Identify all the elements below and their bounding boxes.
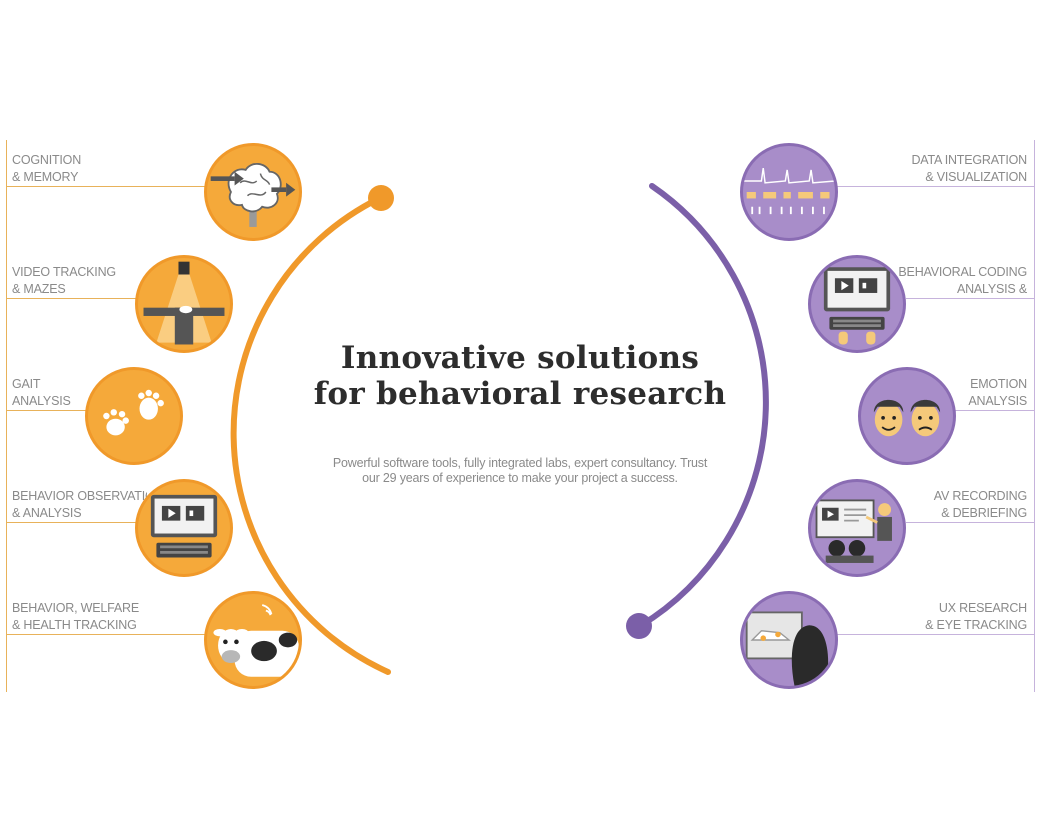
maze-icon	[135, 255, 233, 353]
category-gait-analysis[interactable]: GAIT ANALYSIS	[12, 376, 162, 410]
category-line1: GAIT	[12, 377, 41, 391]
category-behavior-welfare-health[interactable]: BEHAVIOR, WELFARE & HEALTH TRACKING	[12, 600, 162, 634]
eye-tracking-icon	[740, 591, 838, 689]
category-behavior-observation[interactable]: BEHAVIOR OBSERVATION & ANALYSIS	[12, 488, 147, 522]
orange-arc-dot	[368, 185, 394, 211]
headline-line2: for behavioral research	[313, 376, 727, 412]
category-line2: ANALYSIS	[12, 394, 71, 408]
category-line1: EMOTION	[970, 377, 1027, 391]
category-line1: COGNITION	[12, 153, 82, 167]
category-line2: & ANALYSIS	[12, 506, 82, 520]
subline-line2: our 29 years of experience to make your …	[362, 471, 678, 485]
category-line2: & ANALYSIS	[956, 282, 1027, 296]
category-line2: & MAZES	[12, 282, 66, 296]
category-line2: & EYE TRACKING	[925, 618, 1027, 632]
category-video-tracking-mazes[interactable]: VIDEO TRACKING & MAZES	[12, 264, 162, 298]
right-connector-line	[906, 298, 1034, 299]
brain-icon	[204, 143, 302, 241]
faces-icon	[858, 367, 956, 465]
category-line2: & MEMORY	[12, 170, 79, 184]
category-ux-research[interactable]: UX RESEARCH & EYE TRACKING	[870, 600, 1027, 634]
category-line1: BEHAVIORAL CODING	[898, 265, 1027, 279]
monitor-keyboard-icon	[135, 479, 233, 577]
category-line2: & DEBRIEFING	[941, 506, 1027, 520]
left-frame-line	[6, 140, 7, 692]
subline-line1: Powerful software tools, fully integrate…	[332, 456, 708, 470]
right-frame-line	[1034, 140, 1035, 692]
subline: Powerful software tools, fully integrate…	[300, 456, 740, 486]
category-line1: BEHAVIOR, WELFARE	[12, 601, 139, 615]
category-behavioral-coding[interactable]: BEHAVIORAL CODING & ANALYSIS	[892, 264, 1027, 298]
right-connector-line	[906, 522, 1034, 523]
paw-prints-icon	[85, 367, 183, 465]
monitor-keyboard-icon	[808, 255, 906, 353]
category-emotion-analysis[interactable]: EMOTION ANALYSIS	[870, 376, 1027, 410]
category-data-integration[interactable]: DATA INTEGRATION & VISUALIZATION	[870, 152, 1027, 186]
purple-arc	[637, 183, 769, 629]
purple-arc-dot	[626, 613, 652, 639]
cow-icon	[204, 591, 302, 689]
category-line1: VIDEO TRACKING	[12, 265, 116, 279]
signal-graph-icon	[740, 143, 838, 241]
presentation-icon	[808, 479, 906, 577]
category-line1: AV RECORDING	[933, 489, 1027, 503]
category-line1: BEHAVIOR OBSERVATION	[12, 489, 147, 503]
headline: Innovative solutions for behavioral rese…	[290, 340, 750, 412]
category-line1: DATA INTEGRATION	[911, 153, 1027, 167]
category-line2: & VISUALIZATION	[925, 170, 1027, 184]
right-connector-line	[836, 186, 1034, 187]
category-line1: UX RESEARCH	[938, 601, 1027, 615]
left-connector-line	[6, 634, 216, 635]
right-connector-line	[954, 410, 1034, 411]
headline-line1: Innovative solutions	[340, 340, 700, 376]
left-connector-line	[6, 298, 136, 299]
category-cognition-memory[interactable]: COGNITION & MEMORY	[12, 152, 162, 186]
left-connector-line	[6, 522, 136, 523]
category-line2: ANALYSIS	[968, 394, 1027, 408]
category-av-recording[interactable]: AV RECORDING & DEBRIEFING	[870, 488, 1027, 522]
left-connector-line	[6, 186, 216, 187]
left-connector-line	[6, 410, 91, 411]
orange-arc	[230, 195, 391, 675]
right-connector-line	[836, 634, 1034, 635]
category-line2: & HEALTH TRACKING	[12, 618, 137, 632]
